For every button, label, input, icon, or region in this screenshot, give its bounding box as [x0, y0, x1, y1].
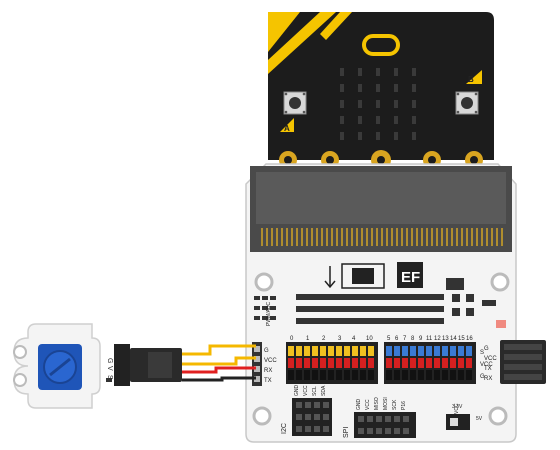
uart-connector-left: G VCC RX TX: [252, 342, 277, 386]
header-number: 2: [322, 336, 326, 342]
svg-text:MOSI: MOSI: [383, 397, 389, 410]
header-number: 13: [442, 336, 449, 342]
power-switch[interactable]: [446, 414, 470, 430]
header-number: 14: [450, 336, 457, 342]
brand-logo: EF: [397, 262, 423, 288]
svg-text:G: G: [484, 346, 489, 352]
header-number: 9: [419, 336, 423, 342]
header-number: 7: [403, 336, 407, 342]
header-number: 12: [434, 336, 441, 342]
header-number: 0: [290, 336, 294, 342]
header-number: 10: [366, 336, 373, 342]
button-a-marker: [280, 118, 294, 132]
down-arrow-icon: [324, 266, 336, 289]
expansion-board: EF PWM/ADC: [245, 163, 546, 443]
pot-pin-label: V: [106, 366, 113, 371]
svg-text:TX: TX: [484, 366, 492, 372]
analog-header-block: [286, 342, 378, 384]
svg-text:VCC: VCC: [484, 356, 497, 362]
row-label: S: [480, 350, 484, 356]
svg-text:VCC: VCC: [303, 385, 309, 396]
led-matrix-icon: [341, 263, 385, 289]
svg-text:EF: EF: [401, 269, 420, 286]
status-led: [496, 320, 506, 328]
pot-pin-label: G: [106, 358, 113, 363]
svg-text:GND: GND: [294, 385, 300, 397]
microbit-logo: [362, 34, 400, 56]
jumper-wires: [182, 344, 256, 382]
svg-text:VCC: VCC: [365, 399, 371, 410]
svg-text:SDA: SDA: [321, 385, 327, 396]
svg-text:G: G: [264, 348, 269, 354]
pwm-label: PWM/ADC: [266, 301, 272, 326]
button-b-marker: [466, 70, 482, 84]
power-label: 3.3V: [452, 404, 463, 410]
svg-text:GND: GND: [356, 399, 362, 411]
header-number: 4: [352, 336, 356, 342]
header-number: 3: [338, 336, 342, 342]
module-connector-plug: [114, 344, 182, 386]
header-number: 11: [426, 336, 433, 342]
spi-label: SPI: [343, 427, 350, 438]
mounting-holes: [252, 272, 510, 426]
svg-text:RX: RX: [484, 376, 492, 382]
led-matrix: [340, 68, 416, 140]
smd-pads: [254, 278, 496, 324]
power-label: 5V: [476, 416, 483, 422]
microbit-board: A B: [268, 12, 494, 170]
svg-text:P16: P16: [401, 401, 407, 410]
svg-text:RX: RX: [264, 368, 272, 374]
button-b-label: B: [468, 75, 474, 84]
i2c-label: I2C: [281, 423, 288, 434]
button-a-label: A: [284, 124, 290, 133]
edge-connector-contacts: [261, 228, 503, 246]
pot-pin-label: S: [106, 375, 113, 380]
button-a[interactable]: [283, 91, 307, 115]
i2c-header: [292, 398, 332, 436]
svg-text:SCL: SCL: [312, 386, 318, 396]
potentiometer-knob[interactable]: [38, 344, 82, 390]
header-number: 6: [395, 336, 399, 342]
svg-text:MISO: MISO: [374, 397, 380, 410]
button-b[interactable]: [455, 91, 479, 115]
header-number: 5: [387, 336, 391, 342]
row-label: G: [480, 374, 485, 380]
row-label: VCC: [480, 362, 493, 368]
svg-text:SCK: SCK: [392, 399, 398, 410]
spi-header: [354, 412, 416, 438]
header-number: 16: [466, 336, 473, 342]
svg-text:VCC: VCC: [264, 358, 277, 364]
header-number: 1: [306, 336, 310, 342]
uart-connector-right: G VCC TX RX: [484, 340, 546, 384]
header-number: 15: [458, 336, 465, 342]
svg-text:TX: TX: [264, 378, 272, 384]
digital-header-block: [384, 342, 476, 384]
header-number: 8: [411, 336, 415, 342]
potentiometer-module: G V S: [13, 323, 182, 409]
power-label: VCC: [454, 403, 460, 414]
